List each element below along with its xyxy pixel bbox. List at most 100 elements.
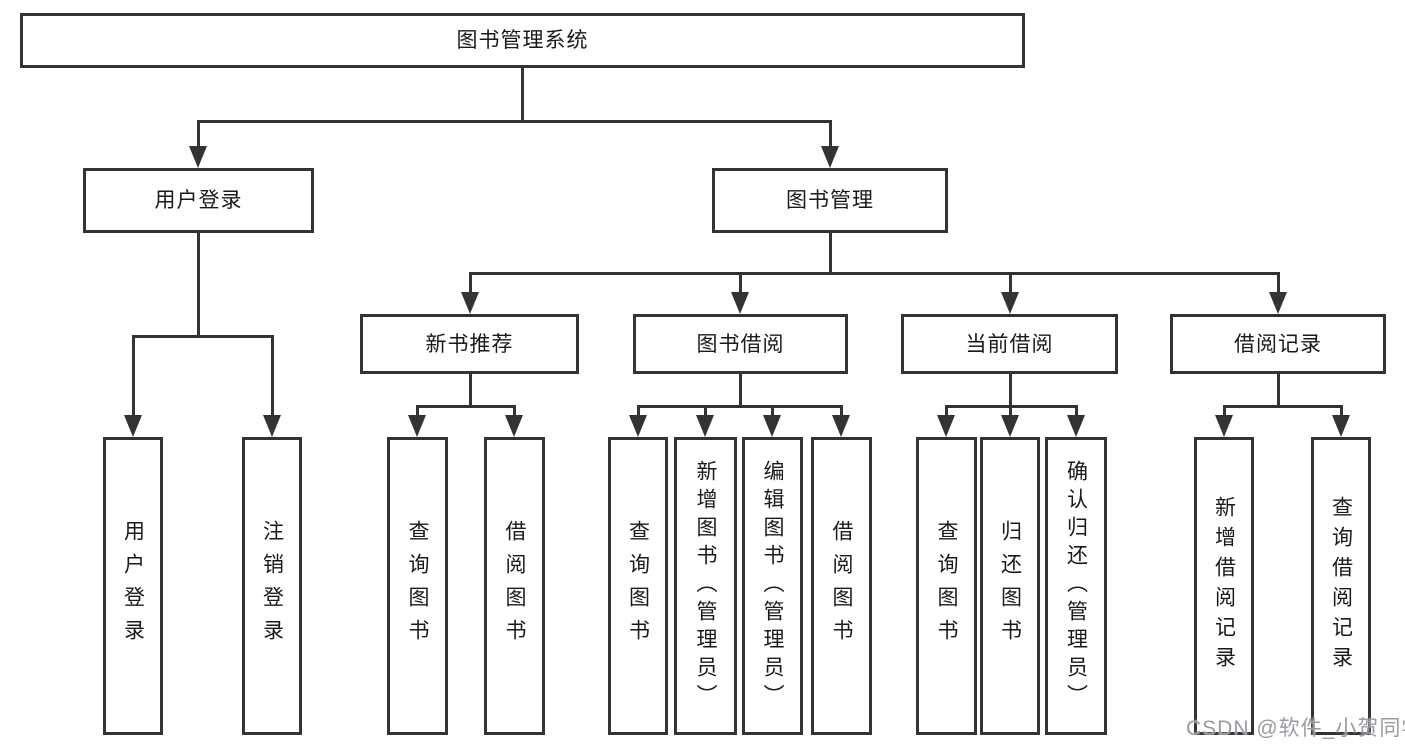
connector-book-management-stem: [828, 233, 832, 274]
node-label: 查询图书: [935, 520, 958, 652]
arrow-head: [629, 415, 647, 437]
arrow-shaft: [839, 405, 843, 417]
arrow-shaft: [703, 405, 707, 417]
connector-current-borrow-stem: [1008, 374, 1012, 407]
arrow-head: [763, 415, 781, 437]
node-label: 用户登录: [121, 520, 145, 652]
leaf-borrow-books-borrow: 借阅图书: [811, 437, 872, 735]
leaf-borrow-books-recommend: 借阅图书: [484, 437, 545, 735]
node-label: 图书借阅: [696, 332, 785, 356]
node-label: 当前借阅: [965, 332, 1054, 356]
leaf-query-books-recommend: 查询图书: [387, 437, 448, 735]
arrow-to-query-books-1: [408, 405, 426, 437]
connector-user-login-branch: [131, 335, 274, 338]
connector-root-stem: [520, 68, 524, 122]
arrow-shaft: [415, 405, 419, 417]
node-new-book-recommend: 新书推荐: [360, 314, 579, 374]
node-label: 用户登录: [154, 189, 243, 212]
arrow-shaft: [196, 120, 200, 148]
arrow-to-query-books-3: [937, 405, 955, 437]
connector-book-borrow-stem: [738, 374, 742, 407]
node-label: 图书管理系统: [456, 29, 589, 52]
arrow-to-book-borrow: [731, 272, 749, 314]
arrow-head: [696, 415, 714, 437]
connector-new-book-stem: [468, 374, 472, 407]
connector-new-book-branch: [415, 405, 516, 408]
arrow-shaft: [512, 405, 516, 417]
leaf-edit-books-admin: 编辑图书（管理员）: [742, 437, 803, 735]
arrow-head: [1215, 415, 1233, 437]
arrow-shaft: [468, 272, 472, 294]
connector-borrow-records-branch: [1222, 405, 1343, 408]
node-book-management: 图书管理: [712, 168, 948, 233]
node-label: 注销登录: [260, 520, 284, 652]
csdn-watermark: CSDN @软件_小贺同学: [1186, 717, 1405, 740]
node-label: 查询图书: [406, 520, 429, 652]
arrow-to-confirm-return: [1067, 405, 1085, 437]
arrow-to-borrow-books-1: [505, 405, 523, 437]
arrow-head: [461, 292, 479, 314]
arrow-to-new-book-recommend: [461, 272, 479, 314]
arrow-shaft: [738, 272, 742, 294]
leaf-confirm-return-admin: 确认归还（管理员）: [1045, 437, 1107, 735]
node-label: 借阅图书: [830, 520, 853, 652]
arrow-head: [731, 292, 749, 314]
node-label: 新增图书（管理员）: [694, 460, 717, 712]
leaf-user-login: 用户登录: [103, 437, 163, 735]
node-label: 新书推荐: [425, 332, 514, 356]
arrow-head: [832, 415, 850, 437]
leaf-add-books-admin: 新增图书（管理员）: [674, 437, 737, 735]
leaf-query-borrow-record: 查询借阅记录: [1311, 437, 1371, 735]
node-label: 借阅记录: [1234, 332, 1322, 356]
leaf-return-books: 归还图书: [980, 437, 1040, 735]
arrow-shaft: [1074, 405, 1078, 417]
arrow-shaft: [636, 405, 640, 417]
arrow-shaft: [1008, 272, 1012, 294]
arrow-shaft: [1008, 405, 1012, 417]
arrow-head: [263, 415, 281, 437]
node-label: 编辑图书（管理员）: [761, 460, 784, 712]
arrow-head: [821, 146, 839, 168]
arrow-shaft: [131, 335, 135, 417]
connector-book-management-branch: [468, 272, 1280, 275]
arrow-head: [189, 146, 207, 168]
arrow-to-leaf-logout: [263, 335, 281, 437]
arrow-head: [408, 415, 426, 437]
node-label: 借阅图书: [503, 520, 526, 652]
leaf-query-books-borrow: 查询图书: [608, 437, 668, 735]
node-label: 查询借阅记录: [1329, 496, 1353, 676]
arrow-head: [1067, 415, 1085, 437]
arrow-to-book-management: [821, 120, 839, 168]
arrow-shaft: [944, 405, 948, 417]
arrow-head: [1332, 415, 1350, 437]
arrow-shaft: [828, 120, 832, 148]
leaf-logout: 注销登录: [242, 437, 302, 735]
arrow-to-query-books-2: [629, 405, 647, 437]
arrow-to-leaf-user-login: [124, 335, 142, 437]
node-user-login: 用户登录: [83, 168, 314, 233]
leaf-add-borrow-record: 新增借阅记录: [1194, 437, 1254, 735]
arrow-to-borrow-books-2: [832, 405, 850, 437]
connector-book-borrow-branch: [636, 405, 843, 408]
node-book-borrow: 图书借阅: [633, 314, 848, 374]
arrow-head: [1001, 415, 1019, 437]
connector-user-login-stem: [196, 233, 200, 337]
node-label: 新增借阅记录: [1212, 496, 1236, 676]
arrow-shaft: [270, 335, 274, 417]
leaf-query-books-current: 查询图书: [916, 437, 977, 735]
arrow-to-return-books: [1001, 405, 1019, 437]
arrow-shaft: [770, 405, 774, 417]
node-label: 查询图书: [626, 520, 650, 652]
arrow-to-current-borrow: [1001, 272, 1019, 314]
arrow-head: [505, 415, 523, 437]
node-borrow-records: 借阅记录: [1170, 314, 1386, 374]
arrow-to-borrow-records: [1269, 272, 1287, 314]
node-label: 确认归还（管理员）: [1064, 460, 1088, 712]
connector-borrow-records-stem: [1276, 374, 1280, 407]
node-current-borrow: 当前借阅: [901, 314, 1118, 374]
arrow-to-user-login: [189, 120, 207, 168]
arrow-head: [937, 415, 955, 437]
arrow-to-query-borrow-record: [1332, 405, 1350, 437]
arrow-shaft: [1339, 405, 1343, 417]
